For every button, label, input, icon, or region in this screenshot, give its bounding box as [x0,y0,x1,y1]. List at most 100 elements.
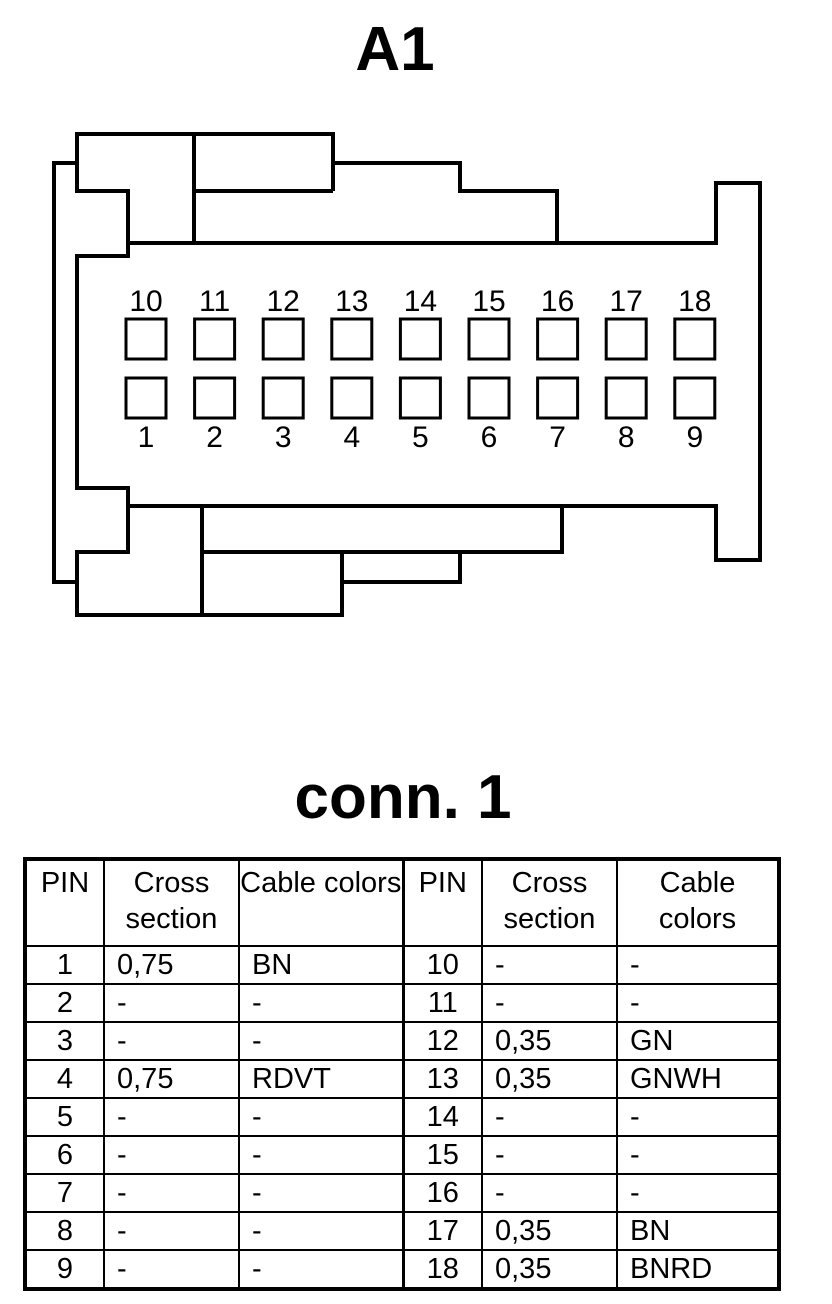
pin-cavity [604,317,648,361]
cross-section-cell: 0,35 [481,1021,618,1061]
connector-cavity [75,134,562,582]
pin-cell: 2 [24,983,105,1023]
pin-cell: 13 [401,1059,483,1099]
pin-cell: 8 [24,1211,105,1251]
pin-cavity [124,376,168,420]
cross-section-cell: - [481,1173,618,1213]
pin-number-label: 16 [541,285,574,318]
cable-color-cell: - [238,983,404,1023]
pin-cell: 6 [24,1135,105,1175]
pin-number-label: 4 [343,421,360,454]
cable-color-cell: - [616,1173,780,1213]
pin-cavity [467,376,511,420]
header-pin: PIN [24,858,105,947]
header-cable-colors: Cable colors [238,858,404,947]
cable-color-cell: - [616,945,780,985]
cable-color-cell: - [616,983,780,1023]
cable-color-cell: - [238,1021,404,1061]
pin-cell: 1 [24,945,105,985]
cross-section-cell: 0,75 [103,1059,240,1099]
header-pin-2: PIN [401,858,483,947]
pin-cavity [193,376,237,420]
pin-table: PIN Cross section Cable colors PIN Cross… [23,857,781,1291]
pin-cavity [604,376,648,420]
pin-cavity [261,317,305,361]
cross-section-cell: 0,75 [103,945,240,985]
cross-section-cell: 0,35 [481,1249,618,1290]
pin-number-label: 3 [275,421,292,454]
pin-cavity [398,317,442,361]
cross-section-cell: 0,35 [481,1211,618,1251]
cable-color-cell: RDVT [238,1059,404,1099]
pin-cell: 12 [401,1021,483,1061]
table-header-row: PIN Cross section Cable colors PIN Cross… [24,858,780,947]
cable-color-cell: - [238,1173,404,1213]
pin-number-label: 5 [412,421,429,454]
pin-cell: 17 [401,1211,483,1251]
cable-color-cell: - [238,1135,404,1175]
cable-color-cell: - [238,1211,404,1251]
pin-cavity [193,317,237,361]
pin-cavity [673,317,717,361]
pin-cell: 16 [401,1173,483,1213]
cross-section-cell: - [103,1097,240,1137]
header-cross-section-2: Cross section [481,858,618,947]
header-cross-section: Cross section [103,858,240,947]
pin-cell: 9 [24,1249,105,1290]
header-cable-colors-2: Cable colors [616,858,780,947]
pin-cavity [124,317,168,361]
pin-number-label: 9 [686,421,703,454]
pin-number-label: 12 [267,285,300,318]
pin-number-label: 18 [678,285,711,318]
pin-number-label: 10 [129,285,162,318]
table-row: 7--16-- [24,1173,780,1213]
cross-section-cell: - [103,1135,240,1175]
cross-section-cell: - [103,1173,240,1213]
pin-cavity [330,376,374,420]
pin-cell: 18 [401,1249,483,1290]
pin-cell: 15 [401,1135,483,1175]
cable-color-cell: - [616,1135,780,1175]
pin-number-label: 6 [481,421,498,454]
connector-title: A1 [355,15,435,84]
cable-color-cell: BN [238,945,404,985]
upper-latch [192,134,557,243]
pin-number-label: 2 [206,421,223,454]
cross-section-cell: - [103,1249,240,1290]
pin-cell: 10 [401,945,483,985]
pin-cell: 4 [24,1059,105,1099]
pin-cell: 3 [24,1021,105,1061]
cable-color-cell: GNWH [616,1059,780,1099]
cross-section-cell: - [481,1097,618,1137]
pin-cavity [536,317,580,361]
cable-color-cell: - [238,1097,404,1137]
cable-color-cell: - [616,1097,780,1137]
pin-number-label: 8 [618,421,635,454]
pin-cavity [673,376,717,420]
pin-cell: 11 [401,983,483,1023]
pin-number-label: 17 [610,285,643,318]
pin-cavity [467,317,511,361]
pin-cavity [398,376,442,420]
cable-color-cell: GN [616,1021,780,1061]
cross-section-cell: - [481,1135,618,1175]
cable-color-cell: - [238,1249,404,1290]
pin-number-label: 13 [335,285,368,318]
pin-cavity [536,376,580,420]
table-row: 2--11-- [24,983,780,1023]
cross-section-cell: - [481,983,618,1023]
lower-latch [200,506,460,615]
connector-body-outline [52,132,762,617]
cable-color-cell: BN [616,1211,780,1251]
table-row: 5--14-- [24,1097,780,1137]
pin-number-label: 1 [138,421,155,454]
cable-color-cell: BNRD [616,1249,780,1290]
cross-section-cell: 0,35 [481,1059,618,1099]
connector-subtitle: conn. 1 [294,763,512,832]
table-row: 6--15-- [24,1135,780,1175]
